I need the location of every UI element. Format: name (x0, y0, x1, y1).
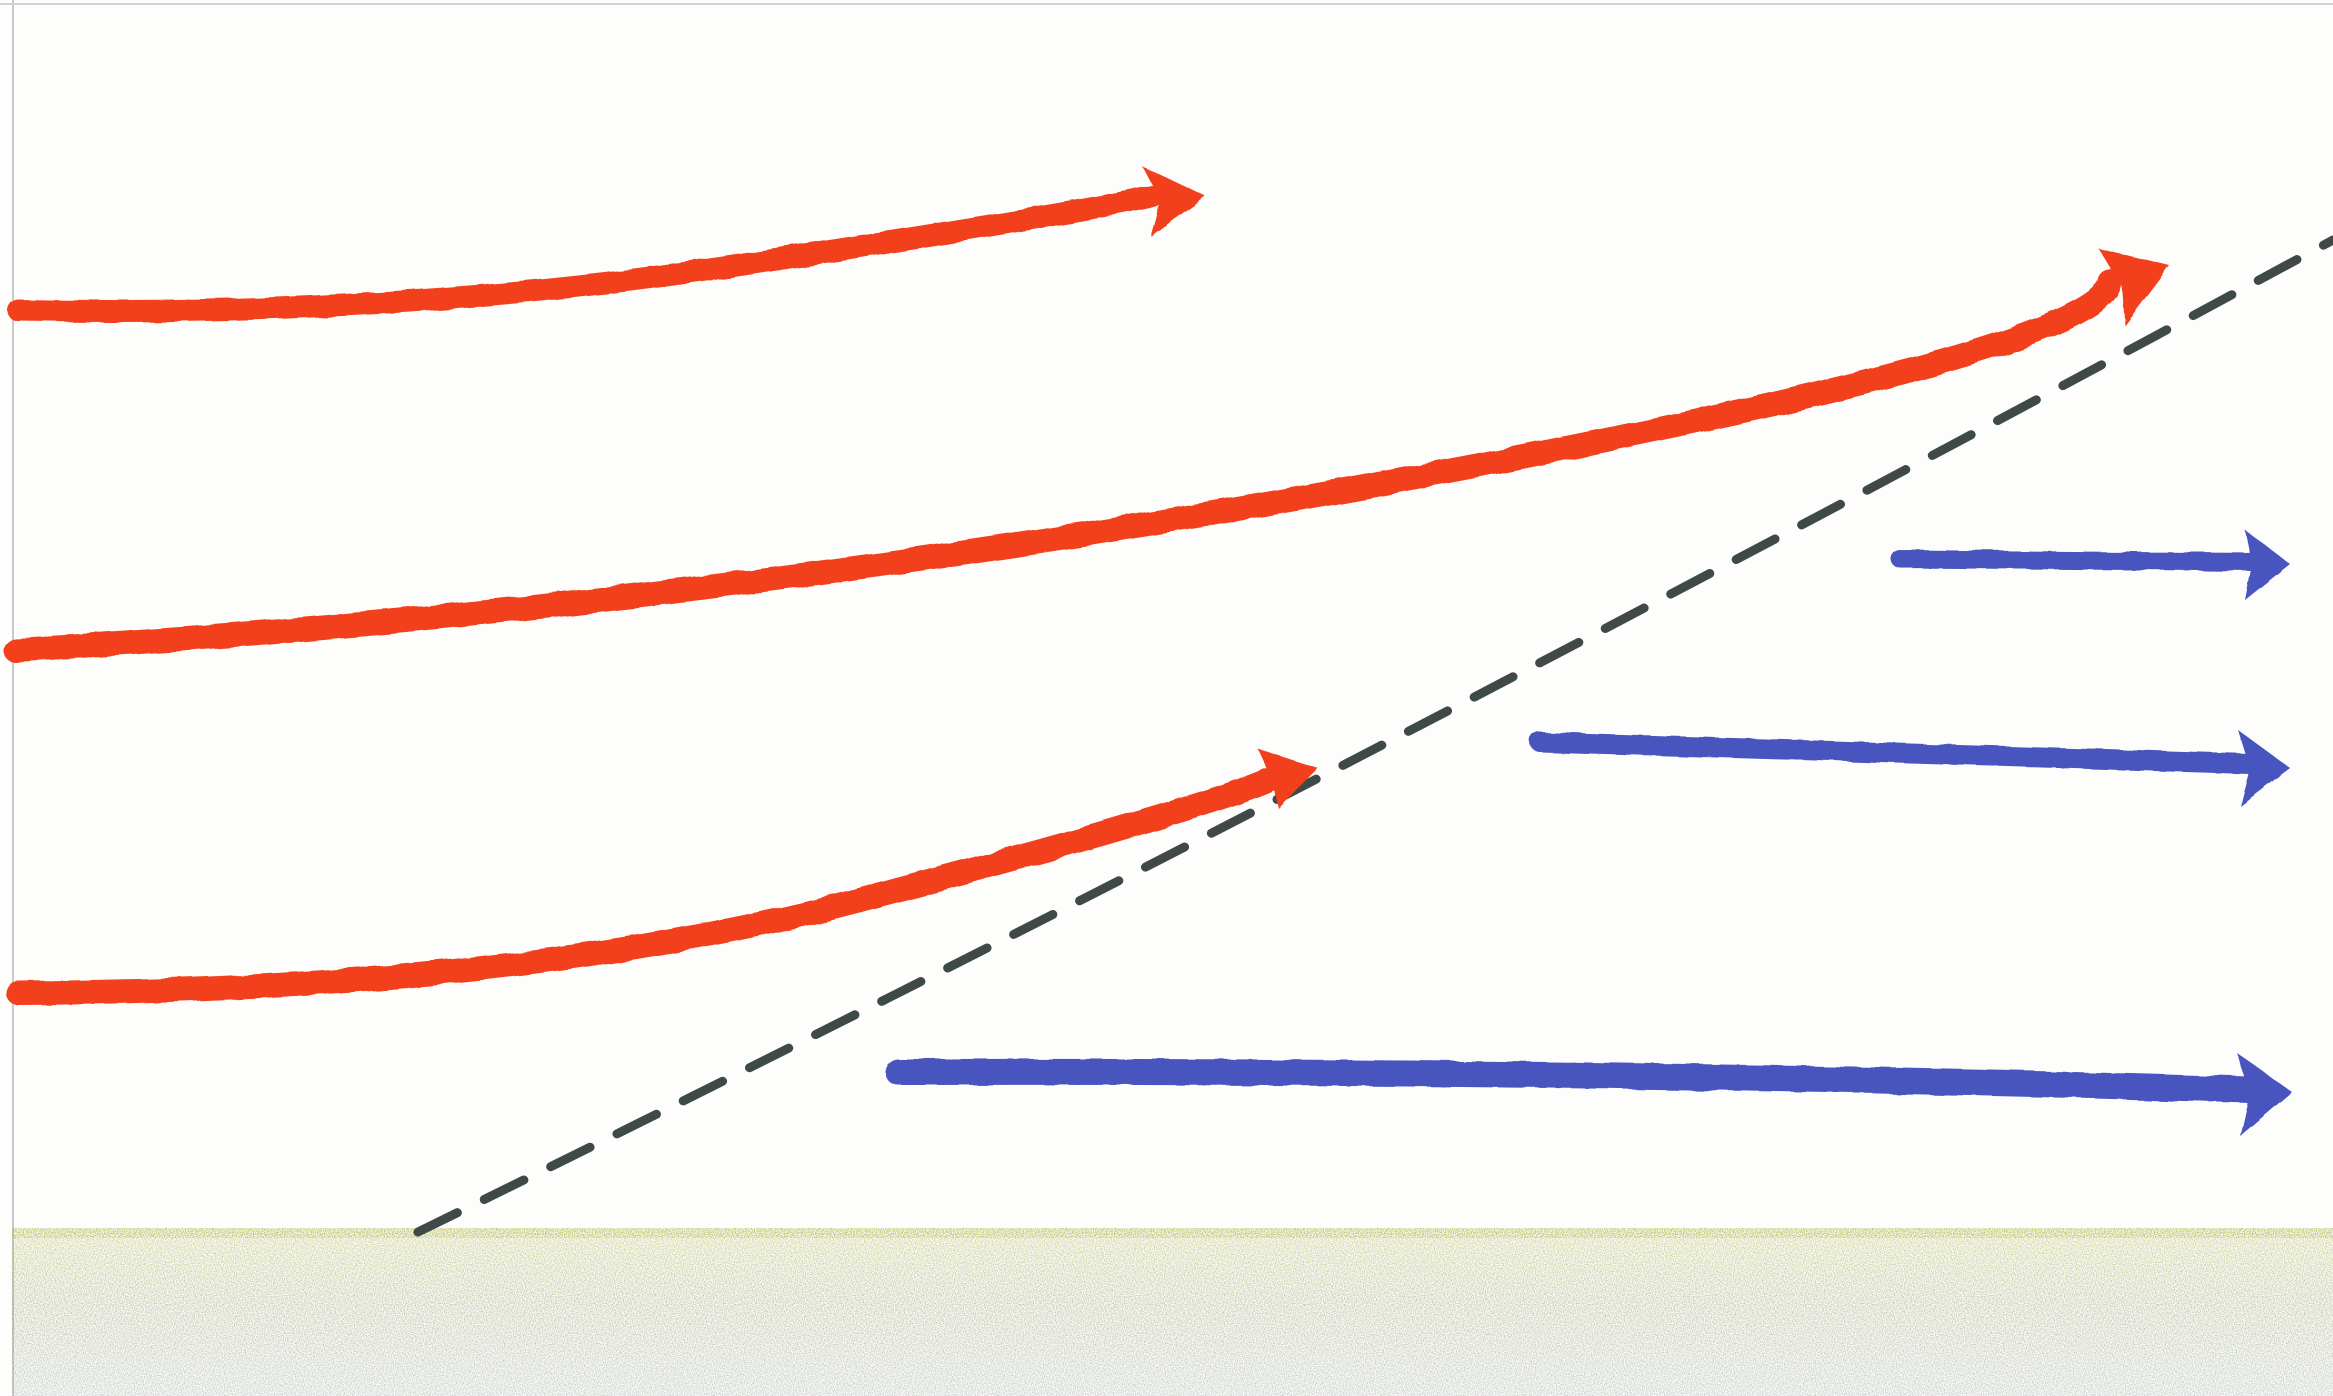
ground-strip (12, 1228, 2333, 1396)
